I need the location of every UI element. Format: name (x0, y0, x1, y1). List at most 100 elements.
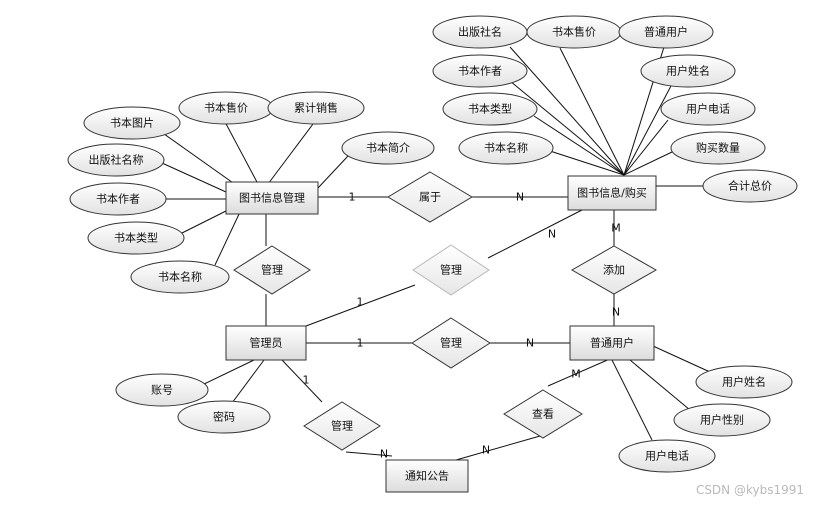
attr-label: 普通用户 (644, 25, 688, 39)
attr-label: 书本简介 (366, 141, 410, 155)
attr-user-gender[interactable]: 用户性别 (673, 403, 771, 437)
cardinality-label: N (380, 448, 388, 461)
edge-attr (181, 209, 229, 234)
cardinality-label: N (612, 306, 620, 319)
attr-book-summary[interactable]: 书本简介 (341, 131, 435, 165)
attr-label: 书本作者 (458, 64, 502, 78)
attr-book-author[interactable]: 书本作者 (69, 182, 167, 216)
attr-label: 书本名称 (158, 270, 202, 284)
attr-password[interactable]: 密码 (177, 400, 271, 434)
cardinality-label: 1 (357, 296, 364, 309)
cardinality-label: N (548, 228, 556, 241)
watermark: CSDN @kybs1991 (696, 483, 804, 497)
attr-label: 用户姓名 (666, 64, 710, 78)
edge-attr (549, 150, 625, 176)
attr-label: 账号 (151, 384, 173, 397)
edge-attr (223, 119, 259, 185)
edge-rel (547, 357, 613, 387)
attr-publisher[interactable]: 出版社名 (432, 15, 528, 49)
entity-label: 管理员 (250, 336, 283, 350)
attr-regular-user[interactable]: 普通用户 (618, 15, 714, 49)
attr-buy-type[interactable]: 书本类型 (442, 92, 538, 126)
attr-buy-author[interactable]: 书本作者 (432, 54, 528, 88)
edge-rel (455, 435, 541, 461)
attr-label: 累计销售 (294, 101, 338, 115)
attr-label: 出版社名称 (89, 153, 144, 167)
relation-label: 查看 (532, 407, 554, 421)
edge-attr (533, 115, 625, 176)
attr-label: 书本图片 (110, 116, 154, 130)
edge-rel (345, 451, 393, 457)
edge-attr (214, 211, 241, 266)
edge-rel (281, 359, 323, 403)
attr-book-type[interactable]: 书本类型 (87, 221, 185, 255)
entity-notice[interactable]: 通知公告 (385, 459, 469, 493)
attr-label: 用户电话 (645, 449, 689, 463)
attr-user-phone[interactable]: 用户电话 (618, 439, 716, 473)
relation-add[interactable]: 添加 (570, 245, 658, 295)
relation-label: 添加 (603, 263, 625, 277)
entity-book-info[interactable]: 图书信息管理 (225, 181, 319, 215)
edge-attr (623, 119, 669, 176)
attr-label: 书本售价 (204, 101, 248, 115)
relation-label: 属于 (419, 191, 441, 204)
attr-label: 用户性别 (700, 413, 744, 427)
relation-manage-books[interactable]: 管理 (233, 245, 311, 295)
edge-attr (559, 47, 625, 176)
attr-total-price[interactable]: 合计总价 (702, 169, 798, 203)
attr-label: 用户姓名 (722, 375, 766, 389)
entity-label: 普通用户 (590, 336, 634, 350)
cardinality-label: 1 (303, 374, 310, 387)
edge-attr (623, 151, 673, 176)
cardinality-label: M (611, 222, 621, 235)
attr-label: 书本售价 (552, 25, 596, 39)
attr-book-name[interactable]: 书本名称 (130, 260, 230, 294)
edge-attr (652, 345, 711, 373)
edge-attr (611, 359, 653, 441)
attr-label: 书本类型 (114, 231, 158, 245)
edge-attr (317, 155, 349, 189)
attr-buyer-phone[interactable]: 用户电话 (660, 92, 756, 126)
attr-label: 书本类型 (468, 102, 512, 116)
relation-manage-buy[interactable]: 管理 (412, 244, 490, 296)
attr-buy-book-name[interactable]: 书本名称 (458, 131, 554, 165)
cardinality-label: M (571, 368, 581, 381)
attr-book-image[interactable]: 书本图片 (83, 106, 181, 140)
relation-manage-notice[interactable]: 管理 (303, 401, 381, 451)
relation-manage-users[interactable]: 管理 (411, 317, 491, 369)
edge-attr (267, 119, 317, 185)
edge-rel (487, 209, 583, 259)
entity-label: 图书信息管理 (239, 191, 305, 205)
attr-buy-price[interactable]: 书本售价 (526, 15, 622, 49)
attr-total-sales[interactable]: 累计销售 (267, 91, 365, 125)
attr-buy-quantity[interactable]: 购买数量 (670, 131, 766, 165)
entity-user[interactable]: 普通用户 (569, 325, 655, 361)
cardinality-label: 1 (349, 191, 356, 204)
attr-buyer-name[interactable]: 用户姓名 (640, 54, 736, 88)
edge-attr (509, 80, 625, 176)
attr-book-price[interactable]: 书本售价 (178, 91, 274, 125)
entity-book-buy[interactable]: 图书信息/购买 (567, 175, 657, 211)
attr-label: 出版社名 (458, 25, 502, 39)
attr-label: 合计总价 (728, 179, 772, 193)
relation-view[interactable]: 查看 (503, 389, 583, 439)
attr-label: 购买数量 (696, 141, 740, 155)
cardinality-label: 1 (357, 337, 364, 350)
attr-user-name[interactable]: 用户姓名 (695, 365, 793, 399)
relation-label: 管理 (261, 263, 283, 277)
edge-rel (305, 284, 416, 327)
attr-label: 用户电话 (686, 102, 730, 116)
cardinalities: 1 N M N 1 N 1 N 1 N N M (303, 191, 621, 461)
edge-attr (629, 359, 691, 411)
relation-label: 管理 (331, 419, 353, 433)
cardinality-label: N (482, 444, 490, 457)
relation-belongs[interactable]: 属于 (387, 171, 473, 223)
entity-admin[interactable]: 管理员 (225, 325, 307, 361)
attr-account[interactable]: 账号 (115, 373, 209, 407)
entity-label: 图书信息/购买 (577, 186, 647, 200)
attr-publisher-name[interactable]: 出版社名称 (67, 143, 165, 177)
edge-attr (161, 162, 227, 193)
relation-label: 管理 (440, 336, 462, 350)
edge-attr (623, 83, 673, 176)
